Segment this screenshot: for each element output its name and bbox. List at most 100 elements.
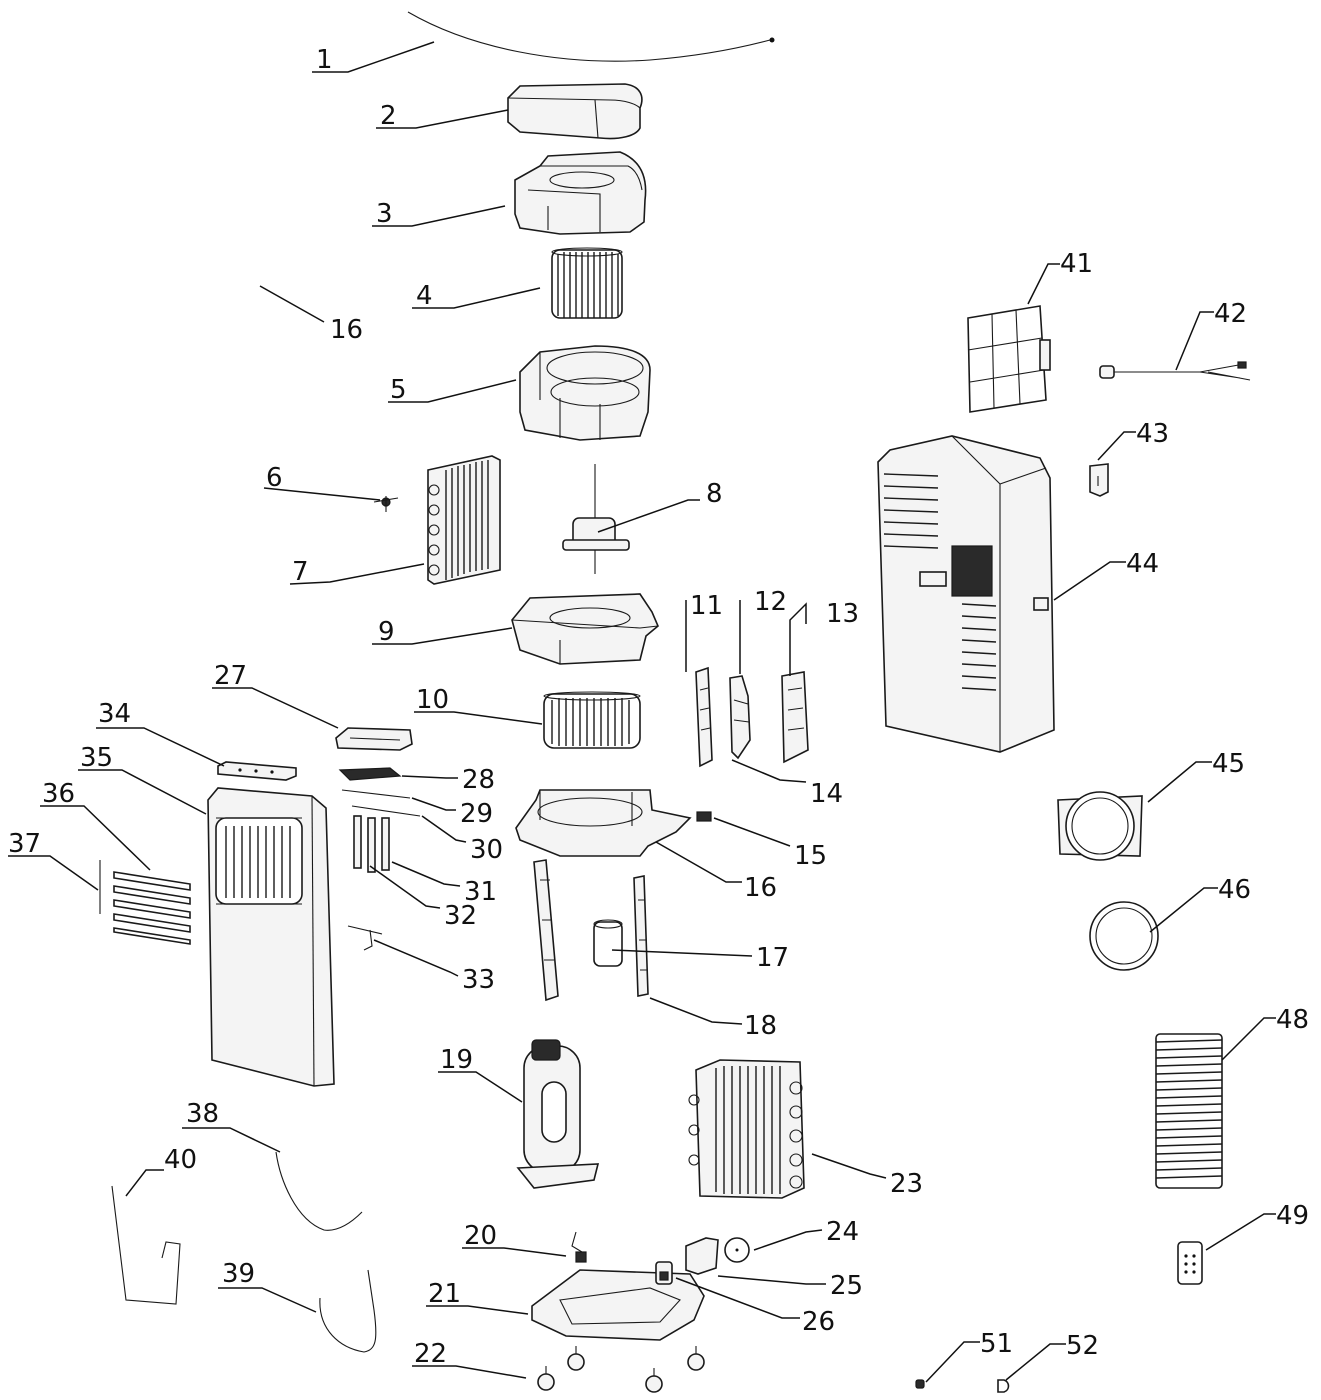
- part-33-louver-motor: [347, 925, 383, 951]
- part-8-fan-motor: [562, 464, 630, 574]
- callout-27: 27: [214, 661, 247, 691]
- part-26-pump: [655, 1261, 673, 1285]
- callout-38: 38: [186, 1099, 219, 1129]
- callout-11: 11: [690, 591, 723, 621]
- part-25-pump-bracket: [685, 1237, 719, 1275]
- part-28-display-board: [338, 767, 402, 781]
- callout-46: 46: [1218, 875, 1251, 905]
- callout-19: 19: [440, 1045, 473, 1075]
- callout-37: 37: [8, 829, 41, 859]
- part-45-window-adapter: [1057, 791, 1143, 861]
- callout-15: 15: [794, 841, 827, 871]
- part-51-plug: [915, 1379, 925, 1389]
- callout-21: 21: [428, 1279, 461, 1309]
- callout-34: 34: [98, 699, 131, 729]
- callout-51: 51: [980, 1329, 1013, 1359]
- callout-1: 1: [316, 45, 333, 75]
- part-16-drain-pan: [515, 789, 692, 857]
- part-3-fan-housing-upper: [514, 151, 647, 235]
- part-23-condenser: [688, 1059, 805, 1199]
- callout-3: 3: [376, 199, 393, 229]
- part-27-display-housing: [335, 727, 413, 751]
- callout-30: 30: [470, 835, 503, 865]
- callout-52: 52: [1066, 1331, 1099, 1361]
- part-22-casters: [537, 1346, 705, 1393]
- callout-5: 5: [390, 375, 407, 405]
- callout-16-lower: 16: [744, 873, 777, 903]
- part-7-evaporator: [427, 455, 501, 585]
- part-38-wire: [275, 1151, 363, 1231]
- callout-10: 10: [416, 685, 449, 715]
- part-30-shaft: [351, 805, 421, 817]
- part-49-remote: [1177, 1241, 1203, 1285]
- part-21-base-tray: [531, 1269, 705, 1341]
- part-15-switch: [696, 811, 712, 822]
- callout-labels: 1 2 3 4 5 6 7 8 9 10 11 12 13 14 15 16 1…: [8, 45, 1309, 1369]
- part-18-side-rails: [533, 859, 649, 1002]
- part-13-cover: [781, 671, 809, 764]
- part-2-top-cover: [507, 83, 643, 140]
- part-19-compressor: [516, 1039, 600, 1189]
- part-12-bracket: [729, 675, 751, 760]
- part-39-hose: [319, 1269, 377, 1353]
- callout-12: 12: [754, 587, 787, 617]
- part-11-control-board: [695, 666, 713, 768]
- callout-40: 40: [164, 1145, 197, 1175]
- callout-2: 2: [380, 101, 397, 131]
- callout-36: 36: [42, 779, 75, 809]
- part-52-cap: [997, 1379, 1010, 1393]
- part-34-display-panel: [217, 761, 297, 781]
- callout-25: 25: [830, 1271, 863, 1301]
- callout-22: 22: [414, 1339, 447, 1369]
- callout-32: 32: [444, 901, 477, 931]
- part-42-power-cord: [1099, 361, 1251, 381]
- part-10-condenser-blower: [543, 691, 641, 749]
- callout-41: 41: [1060, 249, 1093, 279]
- part-29-rod: [341, 789, 411, 799]
- callout-24: 24: [826, 1217, 859, 1247]
- leader-lines: [8, 41, 1276, 1383]
- part-41-filter: [967, 305, 1051, 413]
- callout-31: 31: [464, 877, 497, 907]
- callout-4: 4: [416, 281, 433, 311]
- callout-13: 13: [826, 599, 859, 629]
- part-44-rear-cabinet: [877, 435, 1055, 753]
- part-24-disc: [724, 1237, 750, 1263]
- callout-26: 26: [802, 1307, 835, 1337]
- part-5-fan-housing-lower: [519, 345, 651, 441]
- callout-16-upper: 16: [330, 315, 363, 345]
- part-43-bracket: [1089, 463, 1109, 497]
- callout-39: 39: [222, 1259, 255, 1289]
- callout-45: 45: [1212, 749, 1245, 779]
- callout-44: 44: [1126, 549, 1159, 579]
- part-48-exhaust-hose: [1155, 1033, 1223, 1189]
- part-9-fan-base: [511, 593, 659, 665]
- callout-18: 18: [744, 1011, 777, 1041]
- callout-33: 33: [462, 965, 495, 995]
- callout-6: 6: [266, 463, 283, 493]
- callout-14: 14: [810, 779, 843, 809]
- part-46-ring: [1089, 901, 1159, 971]
- part-4-blower-wheel: [551, 247, 623, 319]
- callout-29: 29: [460, 799, 493, 829]
- callout-17: 17: [756, 943, 789, 973]
- callout-28: 28: [462, 765, 495, 795]
- callout-48: 48: [1276, 1005, 1309, 1035]
- callout-23: 23: [890, 1169, 923, 1199]
- part-1-cable: [407, 11, 775, 62]
- part-40-handle: [111, 1185, 181, 1305]
- callout-20: 20: [464, 1221, 497, 1251]
- callout-8: 8: [706, 479, 723, 509]
- part-20-float-switch: [571, 1231, 587, 1263]
- callout-7: 7: [292, 557, 309, 587]
- part-35-front-panel: [207, 787, 335, 1087]
- callout-49: 49: [1276, 1201, 1309, 1231]
- callout-9: 9: [378, 617, 395, 647]
- callout-43: 43: [1136, 419, 1169, 449]
- callout-42: 42: [1214, 299, 1247, 329]
- part-17-capacitor: [593, 919, 623, 967]
- part-31-32-louver-links: [353, 815, 390, 873]
- part-6-valve: [373, 496, 399, 512]
- callout-35: 35: [80, 743, 113, 773]
